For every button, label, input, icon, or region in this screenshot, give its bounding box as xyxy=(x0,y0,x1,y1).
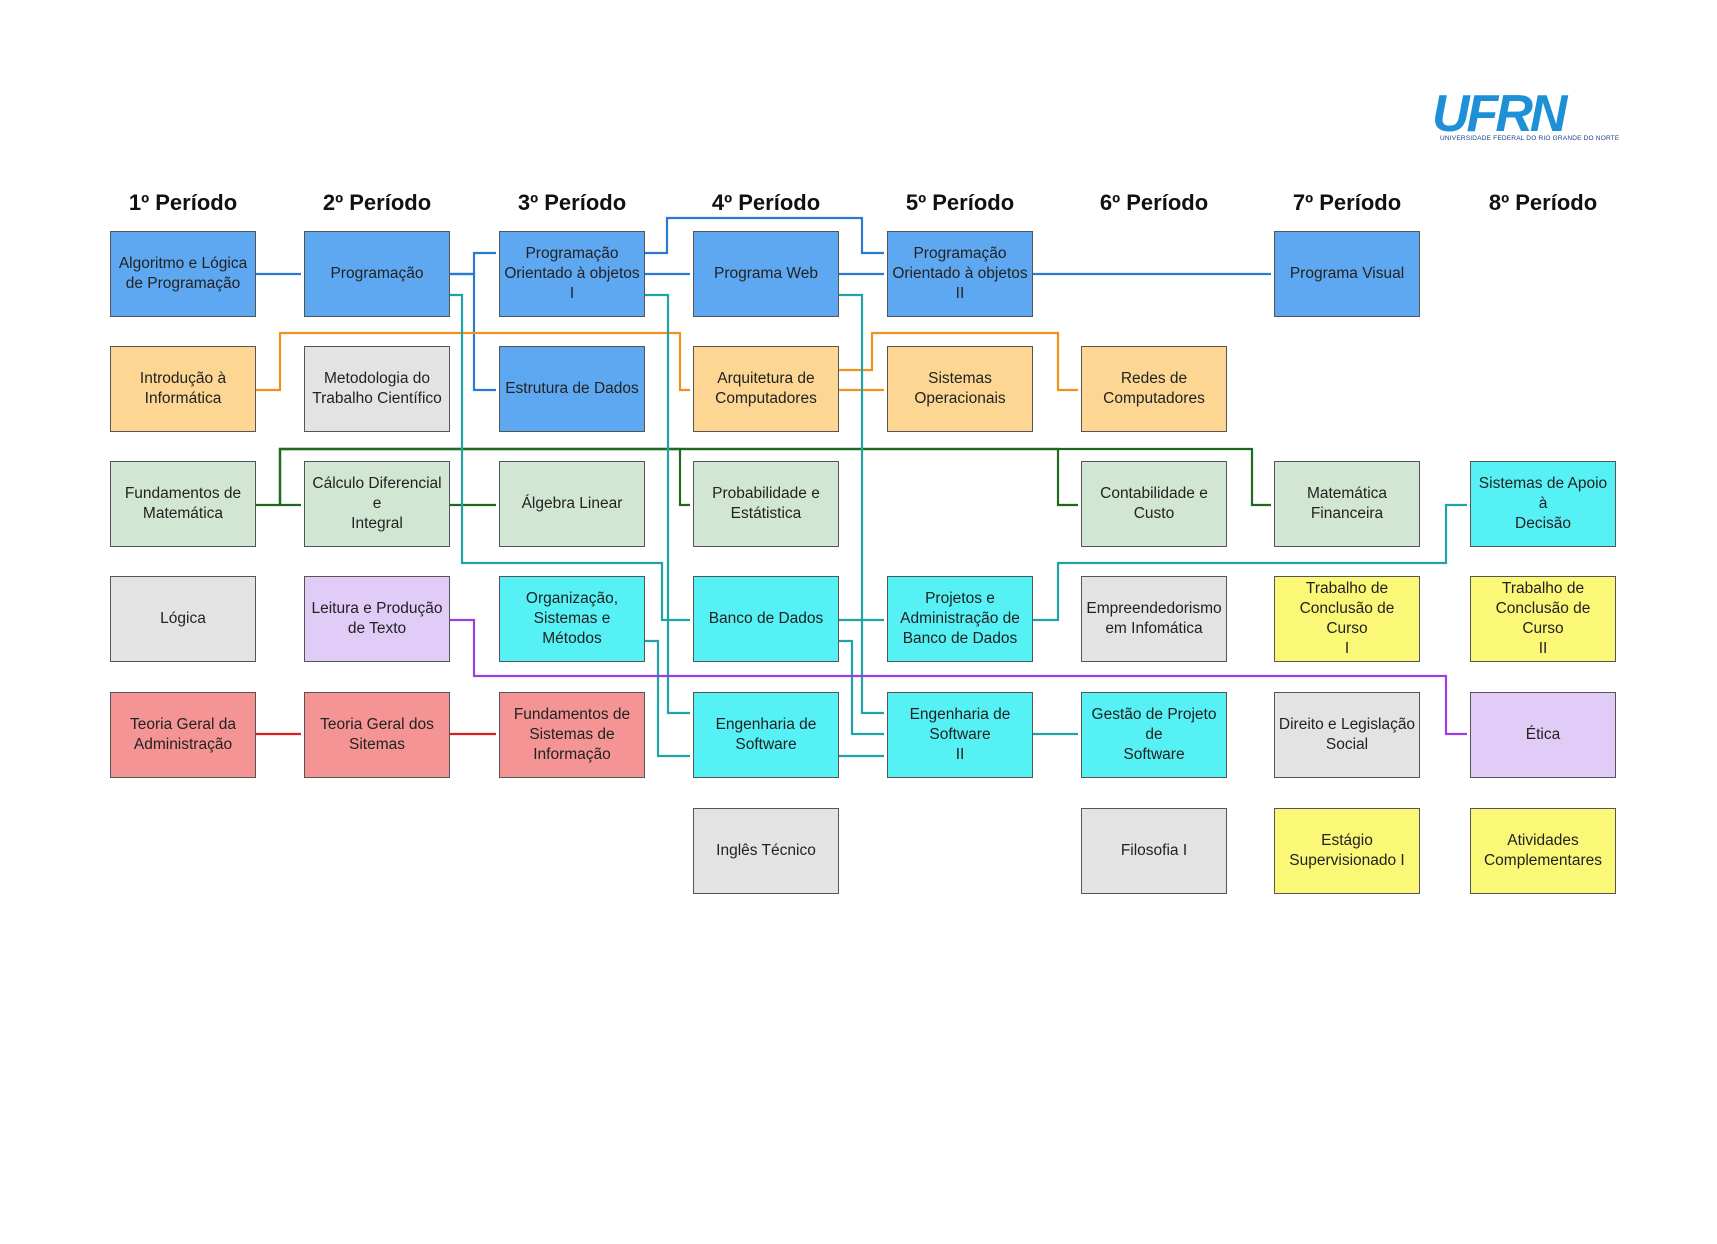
course-redes: Redes de Computadores xyxy=(1081,346,1227,432)
logo-subtitle: UNIVERSIDADE FEDERAL DO RIO GRANDE DO NO… xyxy=(1440,135,1620,142)
course-alg: Algoritmo e Lógica de Programação xyxy=(110,231,256,317)
course-leitura: Leitura e Produção de Texto xyxy=(304,576,450,662)
arrow-poo1-to-es1 xyxy=(645,293,690,715)
course-fundmat: Fundamentos de Matemática xyxy=(110,461,256,547)
arrow-web-to-es2 xyxy=(839,293,884,715)
course-ativ: Atividades Complementares xyxy=(1470,808,1616,894)
period-header-6: 6º Período xyxy=(1099,190,1209,215)
period-header-3: 3º Período xyxy=(517,190,627,215)
arrow-prog-to-poo1 xyxy=(450,251,496,276)
course-calc: Cálculo Diferencial e Integral xyxy=(304,461,450,547)
period-header-7: 7º Período xyxy=(1292,190,1402,215)
course-osm: Organização, Sistemas e Métodos xyxy=(499,576,645,662)
course-prob: Probabilidade e Estátistica xyxy=(693,461,839,547)
arrow-bd-to-es2 xyxy=(839,639,884,736)
course-poo1: Programação Orientado à objetos I xyxy=(499,231,645,317)
course-tgs: Teoria Geral dos Sitemas xyxy=(304,692,450,778)
period-header-2: 2º Período xyxy=(322,190,432,215)
course-sad: Sistemas de Apoio à Decisão xyxy=(1470,461,1616,547)
course-tga: Teoria Geral da Administração xyxy=(110,692,256,778)
course-tcc2: Trabalho de Conclusão de Curso II xyxy=(1470,576,1616,662)
period-header-4: 4º Período xyxy=(711,190,821,215)
ufrn-logo: UFRN UNIVERSIDADE FEDERAL DO RIO GRANDE … xyxy=(1432,85,1619,148)
period-header-1: 1º Período xyxy=(128,190,238,215)
course-filo: Filosofia I xyxy=(1081,808,1227,894)
logo-text: UFRN xyxy=(1432,85,1567,143)
arrow-osm-to-es1 xyxy=(645,639,690,758)
arrow-leitura-to-etica xyxy=(450,618,1467,736)
arrow-poo1-to-poo2 xyxy=(645,216,884,255)
course-gestao: Gestão de Projeto de Software xyxy=(1081,692,1227,778)
arrow-intro-to-arq xyxy=(256,331,690,392)
course-visual: Programa Visual xyxy=(1274,231,1420,317)
course-alglin: Álgebra Linear xyxy=(499,461,645,547)
course-es2: Engenharia de Software II xyxy=(887,692,1033,778)
course-so: Sistemas Operacionais xyxy=(887,346,1033,432)
course-matfin: Matemática Financeira xyxy=(1274,461,1420,547)
course-es1: Engenharia de Software xyxy=(693,692,839,778)
course-web: Programa Web xyxy=(693,231,839,317)
arrow-pabd-to-sad xyxy=(1033,503,1467,622)
course-prog: Programação xyxy=(304,231,450,317)
course-metod: Metodologia do Trabalho Científico xyxy=(304,346,450,432)
course-contab: Contabilidade e Custo xyxy=(1081,461,1227,547)
course-ed: Estrutura de Dados xyxy=(499,346,645,432)
course-poo2: Programação Orientado à objetos II xyxy=(887,231,1033,317)
course-logica: Lógica xyxy=(110,576,256,662)
arrow-arq-to-redes xyxy=(839,331,1078,392)
course-fsi: Fundamentos de Sistemas de Informação xyxy=(499,692,645,778)
course-ingles: Inglês Técnico xyxy=(693,808,839,894)
period-header-8: 8º Período xyxy=(1488,190,1598,215)
course-estagio: Estágio Supervisionado I xyxy=(1274,808,1420,894)
arrow-prog-to-bd xyxy=(450,293,690,622)
period-header-5: 5º Período xyxy=(905,190,1015,215)
arrow-fundmat-to-matfin xyxy=(278,447,1271,507)
course-direito: Direito e Legislação Social xyxy=(1274,692,1420,778)
course-tcc1: Trabalho de Conclusão de Curso I xyxy=(1274,576,1420,662)
course-bd: Banco de Dados xyxy=(693,576,839,662)
course-etica: Ética xyxy=(1470,692,1616,778)
course-empreend: Empreendedorismo em Infomática xyxy=(1081,576,1227,662)
course-arq: Arquitetura de Computadores xyxy=(693,346,839,432)
course-pabd: Projetos e Administração de Banco de Dad… xyxy=(887,576,1033,662)
course-intro: Introdução à Informática xyxy=(110,346,256,432)
